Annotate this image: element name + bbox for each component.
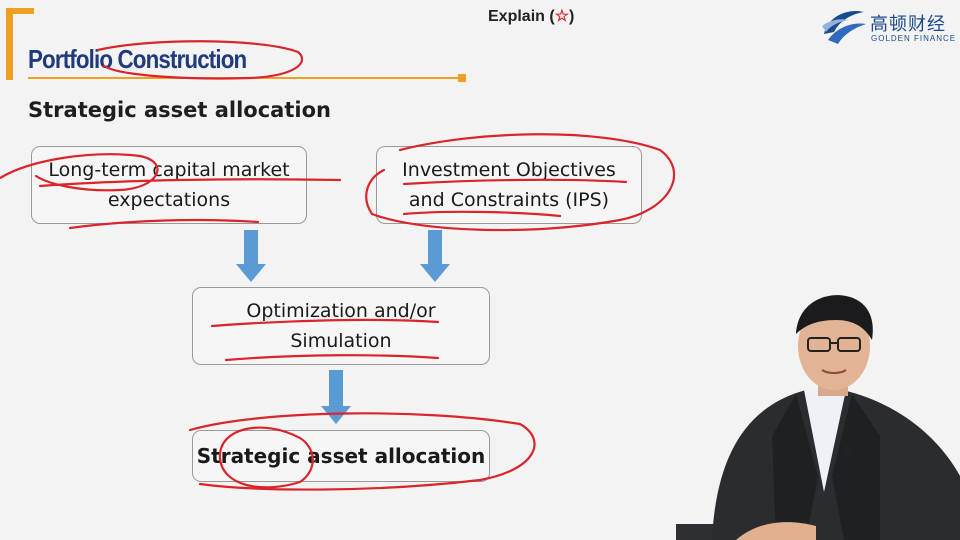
strategic-asset-allocation-label: Strategic asset allocation [196,444,486,468]
investment-objectives-box: Investment Objectives and Constraints (I… [376,146,642,224]
slide-subtitle: Strategic asset allocation [28,98,331,122]
golden-finance-logo: 高顿财经 GOLDEN FINANCE [818,4,958,48]
capital-market-expectations-box: Long-term capital market expectations [31,146,307,224]
arrow-down-icon [321,370,351,424]
arrow-down-icon [236,230,266,282]
optimization-simulation-box: Optimization and/or Simulation [192,287,490,365]
title-underline-end-dot [458,74,466,82]
capital-market-line-2: expectations [107,189,231,211]
golden-finance-logo-mark-icon [822,10,866,44]
star-icon: ☆ [554,8,570,25]
arrow-down-icon [420,230,450,282]
investment-objectives-line-2: and Constraints (IPS) [408,189,610,211]
investment-objectives-line-1: Investment Objectives [402,159,616,181]
strategic-asset-allocation-box: Strategic asset allocation [192,430,490,482]
title-underline [28,77,462,79]
logo-english-name: GOLDEN FINANCE [871,34,957,43]
presenter-video-overlay [676,295,960,540]
capital-market-line-1: Long-term capital market [48,159,290,181]
section-title: Portfolio Construction [28,44,247,74]
header-title-text: Explain [488,8,545,25]
corner-bracket-decoration [6,8,34,80]
header-title: Explain (☆) [488,8,575,25]
logo-chinese-name: 高顿财经 [870,14,946,35]
optimization-line-1: Optimization and/or [246,300,436,322]
optimization-line-2: Simulation [290,330,392,352]
